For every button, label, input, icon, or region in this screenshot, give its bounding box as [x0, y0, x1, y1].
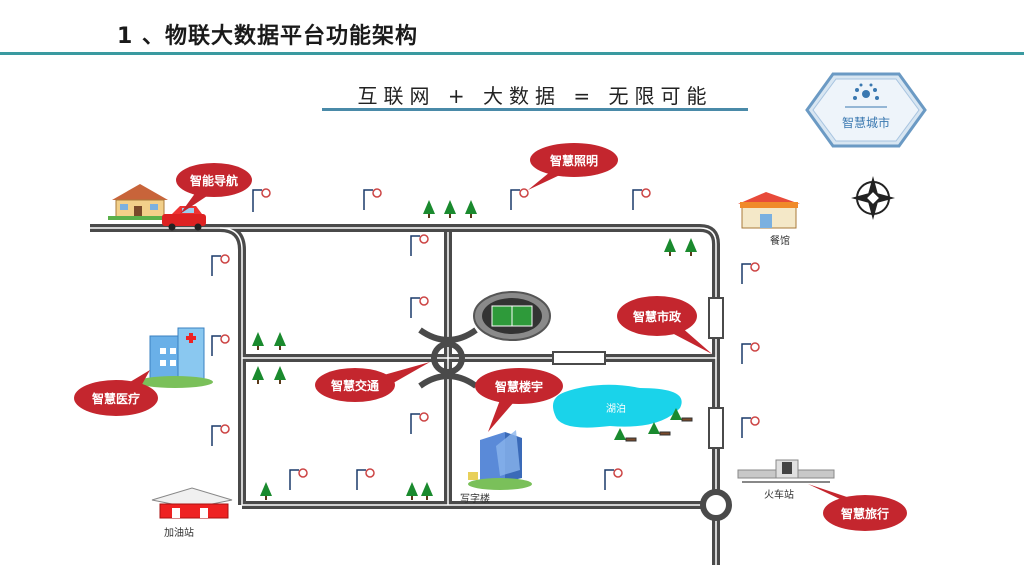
train-station-label: 火车站	[764, 490, 794, 501]
street-lamp-icon	[356, 468, 375, 490]
bubble-shapes	[74, 143, 907, 531]
tree-icon	[252, 366, 264, 384]
street-lamp-icon	[741, 416, 760, 438]
bubble-lighting-label: 智慧照明	[549, 154, 598, 168]
bubble-travel-label: 智慧旅行	[840, 507, 889, 521]
formula-underline	[322, 108, 748, 111]
bubble-traffic-label: 智慧交通	[330, 379, 379, 393]
bubble-building-label: 智慧楼宇	[494, 380, 543, 394]
compass-icon	[851, 176, 895, 220]
tree-icon	[465, 200, 477, 218]
street-lamp-icon	[410, 412, 429, 434]
lake	[552, 384, 682, 428]
bubble-municipal	[617, 296, 712, 354]
tree-icon	[423, 200, 435, 218]
bubble-travel	[808, 484, 907, 531]
street-lamp-icon	[363, 188, 382, 210]
tree-icon	[664, 238, 676, 256]
tree-icon	[648, 422, 660, 434]
title-divider	[0, 52, 1024, 55]
bubble-medical-label: 智慧医疗	[91, 392, 140, 406]
street-lamp-icon	[410, 296, 429, 318]
trees	[252, 200, 697, 500]
tree-icon	[421, 482, 433, 500]
street-lamp-icon	[252, 188, 271, 212]
bubble-traffic	[315, 362, 430, 402]
street-lamp-icon	[211, 334, 230, 356]
street-lamp-icon	[211, 254, 230, 276]
gas-station-icon	[151, 487, 233, 519]
bubble-navigation	[176, 163, 252, 214]
car-icon	[162, 206, 206, 231]
roundabout	[700, 489, 732, 521]
tree-icon	[444, 200, 456, 218]
lake-label: 湖泊	[606, 404, 626, 415]
street-lamp-icon	[741, 262, 760, 284]
bubble-medical	[74, 370, 158, 416]
bubble-lighting	[528, 143, 618, 190]
smart-city-badge	[805, 72, 927, 148]
street-lamp-icon	[410, 234, 429, 256]
tree-icon	[670, 408, 682, 420]
office-label: 写字楼	[460, 494, 490, 505]
bridges	[552, 297, 724, 449]
tree-icon	[406, 482, 418, 500]
tree-icon	[685, 238, 697, 256]
restaurant-icon	[738, 192, 800, 229]
page-title: 1 、物联大数据平台功能架构	[117, 24, 418, 49]
tree-icon	[260, 482, 272, 500]
tree-icon	[274, 366, 286, 384]
street-lamps	[211, 188, 760, 490]
street-lamp-icon	[211, 424, 230, 446]
tree-icon	[252, 332, 264, 350]
train-station-icon	[737, 459, 835, 483]
network-icon	[853, 83, 879, 100]
restaurant-label: 餐馆	[770, 236, 790, 247]
bubble-navigation-label: 智能导航	[189, 174, 238, 188]
house-icon	[108, 184, 172, 220]
street-lamp-icon	[604, 468, 623, 490]
office-building-icon	[468, 430, 532, 490]
tree-icon	[614, 428, 626, 440]
bubble-building	[475, 368, 563, 432]
benches	[625, 417, 693, 442]
bubble-municipal-label: 智慧市政	[632, 310, 681, 324]
tree-icon	[274, 332, 286, 350]
street-lamp-icon	[741, 342, 760, 364]
formula-heading: 互联网 + 大数据 = 无限可能	[357, 84, 713, 108]
street-lamp-icon	[289, 468, 308, 490]
stadium-icon	[473, 291, 551, 341]
hospital-icon	[137, 327, 213, 388]
interchange	[418, 327, 478, 389]
smart-city-label: 智慧城市	[841, 116, 890, 130]
gas-station-label: 加油站	[164, 528, 194, 539]
street-lamp-icon	[510, 188, 529, 210]
street-lamp-icon	[632, 188, 651, 210]
